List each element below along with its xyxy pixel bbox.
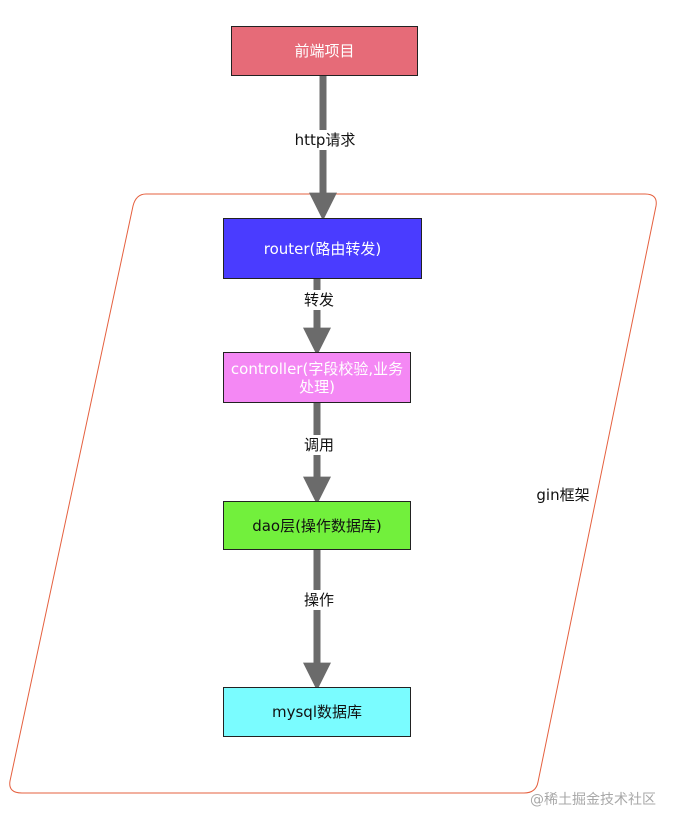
node-controller-label: controller(字段校验,业务处理) <box>230 359 404 396</box>
watermark: @稀土掘金技术社区 <box>530 792 656 808</box>
node-controller: controller(字段校验,业务处理) <box>223 352 411 403</box>
gin-framework-label: gin框架 <box>536 486 590 504</box>
node-router-label: router(路由转发) <box>263 239 382 258</box>
edge-label-operate: 操作 <box>295 590 343 610</box>
node-mysql-label: mysql数据库 <box>272 703 362 721</box>
gin-framework-container <box>9 193 657 794</box>
edge-label-call: 调用 <box>295 435 343 455</box>
edge-label-http-request: http请求 <box>284 130 366 150</box>
node-mysql-database: mysql数据库 <box>223 687 411 737</box>
node-dao-label: dao层(操作数据库) <box>252 516 382 535</box>
node-dao-layer: dao层(操作数据库) <box>223 501 411 550</box>
node-frontend-project: 前端项目 <box>231 26 418 76</box>
node-router: router(路由转发) <box>223 218 422 279</box>
node-frontend-label: 前端项目 <box>294 42 355 60</box>
edge-label-forward: 转发 <box>295 290 343 310</box>
